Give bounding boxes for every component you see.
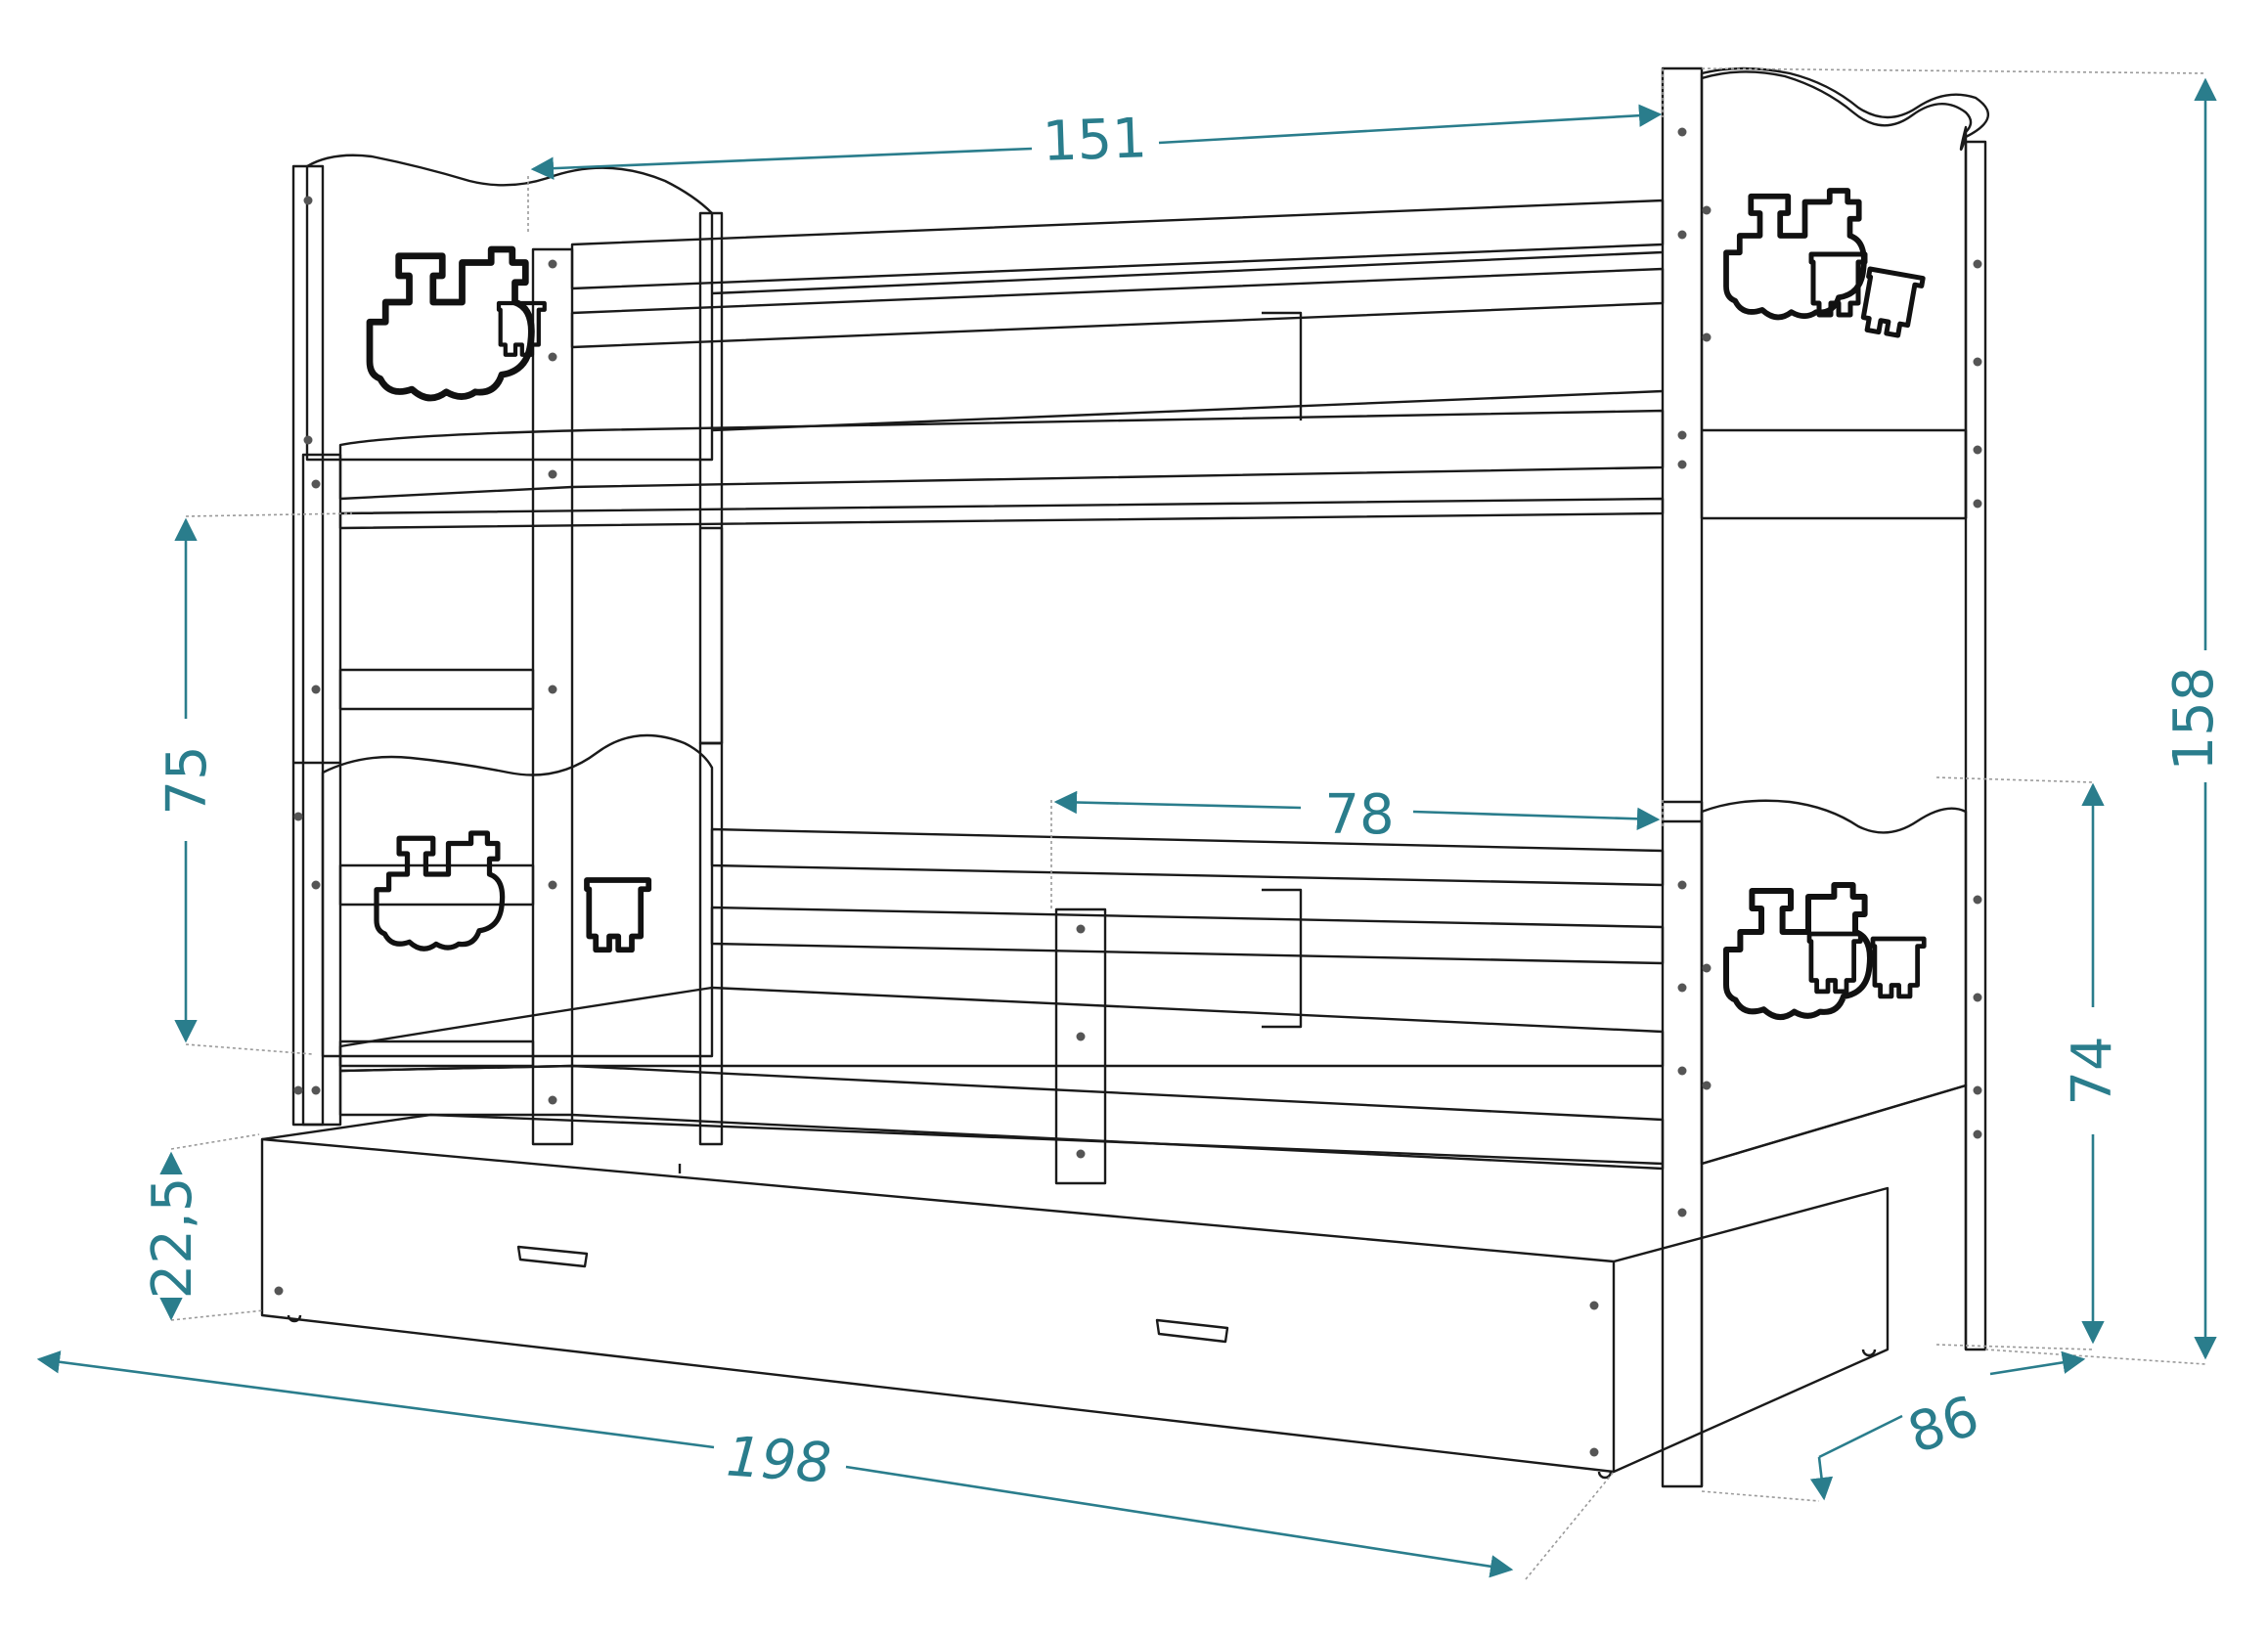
right-upper-headboard — [1700, 66, 1990, 520]
bed-outline — [260, 66, 1990, 1488]
dimension-labels: 151 158 75 78 74 22,5 198 86 — [141, 107, 2226, 1496]
screw-dots — [274, 127, 1982, 1457]
dim-top-length: 151 — [1042, 107, 1148, 174]
dim-upper-bunk-clearance: 75 — [156, 745, 219, 815]
back-upper-headboard — [305, 154, 714, 462]
ladder-rung-2 — [338, 863, 535, 907]
train-icon — [370, 191, 1870, 1017]
front-right-post — [1661, 66, 1704, 1488]
dim-drawer-height: 22,5 — [141, 1177, 204, 1300]
dim-depth: 86 — [1900, 1384, 1986, 1466]
lower-rail-post — [1054, 907, 1107, 1185]
drawer-handle-1 — [516, 1245, 589, 1268]
back-right-post — [1964, 140, 1987, 1351]
dim-lower-post-height: 74 — [2061, 1036, 2124, 1105]
ladder-rung-1 — [338, 668, 535, 711]
dim-lower-rail-length: 78 — [1324, 783, 1394, 847]
drawer-front — [260, 1137, 1616, 1474]
ladder-stile — [531, 247, 574, 1146]
front-left-post — [301, 453, 342, 1127]
back-lower-headboard — [321, 733, 714, 1058]
dim-total-height: 158 — [2162, 667, 2226, 772]
drawer-handle-2 — [1155, 1318, 1229, 1344]
extension-lines — [170, 67, 2206, 1580]
right-lower-headboard — [1700, 799, 1968, 1166]
dim-total-length: 198 — [725, 1425, 833, 1495]
dimension-lines — [36, 77, 2217, 1578]
